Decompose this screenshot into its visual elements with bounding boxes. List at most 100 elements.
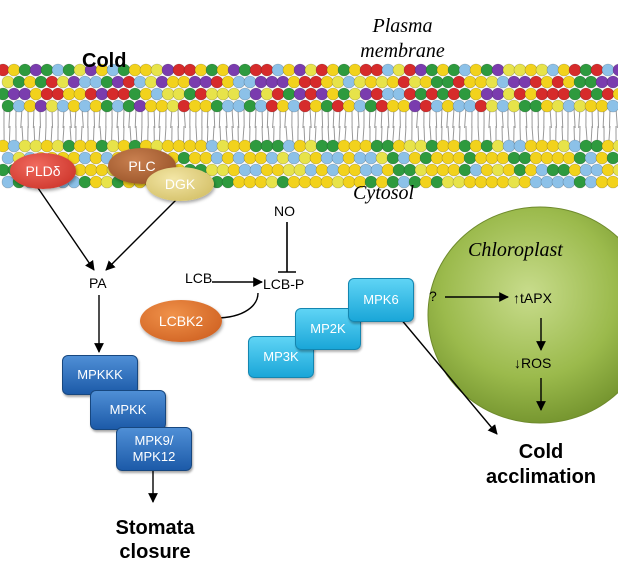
lipid-head: [463, 175, 477, 189]
lipid-head: [414, 87, 428, 101]
lipid-head: [155, 99, 169, 113]
lipid-head: [128, 87, 142, 101]
lipid-tail: [218, 107, 221, 129]
lipid-tail: [447, 125, 450, 147]
lipid-tail: [153, 107, 156, 129]
lipid-head: [606, 99, 618, 113]
lipid-tail: [338, 125, 341, 147]
lipid-tail: [117, 125, 120, 147]
lipid-head: [73, 139, 87, 153]
lipid-head: [29, 63, 43, 77]
lipid-head: [425, 63, 439, 77]
lipid-head: [601, 87, 615, 101]
lcb-label: LCB: [185, 270, 213, 286]
lipid-heads: [0, 63, 618, 189]
lipid-head: [293, 139, 307, 153]
lipid-head: [502, 139, 516, 153]
lipid-head: [177, 151, 191, 165]
cold-stimulus-label: Cold: [82, 50, 127, 72]
lipid-head: [480, 63, 494, 77]
lipid-head: [601, 163, 615, 177]
stomata-closure-label: Stomata closure: [100, 516, 210, 564]
lipid-head: [359, 87, 373, 101]
lipid-head: [161, 63, 175, 77]
lipid-head: [491, 139, 505, 153]
stomata-line2: closure: [119, 541, 191, 563]
lipid-head: [573, 151, 587, 165]
lipid-head: [342, 151, 356, 165]
lipid-head: [524, 63, 538, 77]
lipid-head: [441, 151, 455, 165]
lipid-head: [331, 151, 345, 165]
lipid-head: [0, 87, 10, 101]
lipid-head: [364, 75, 378, 89]
lipid-head: [606, 175, 618, 189]
cold-line2: acclimation: [485, 466, 597, 488]
lipid-tail: [81, 107, 84, 129]
lipid-head: [326, 139, 340, 153]
lipid-head: [326, 87, 340, 101]
lipid-head: [78, 75, 92, 89]
lipid-head: [188, 75, 202, 89]
cold-acclimation-label: Cold acclimation: [466, 440, 616, 490]
lipid-head: [7, 87, 21, 101]
lipid-head: [540, 175, 554, 189]
lipid-head: [106, 87, 120, 101]
lipid-head: [436, 139, 450, 153]
lipid-head: [122, 75, 136, 89]
lipid-head: [276, 99, 290, 113]
lipid-head: [496, 75, 510, 89]
lipid-head: [326, 63, 340, 77]
lipid-head: [513, 163, 527, 177]
lipid-head: [122, 99, 136, 113]
lipid-head: [249, 163, 263, 177]
lipid-head: [397, 99, 411, 113]
lipid-head: [265, 75, 279, 89]
lipid-head: [540, 99, 554, 113]
lipid-head: [249, 87, 263, 101]
lipid-tail: [69, 107, 72, 129]
lipid-head: [386, 99, 400, 113]
cytosol-label: Cytosol: [353, 182, 415, 204]
lipid-head: [496, 151, 510, 165]
lipid-head: [56, 99, 70, 113]
lipid-head: [595, 99, 609, 113]
lipid-head: [557, 63, 571, 77]
lipid-head: [408, 151, 422, 165]
lipid-head: [194, 63, 208, 77]
lipid-head: [507, 175, 521, 189]
lipid-head: [474, 75, 488, 89]
lipid-head: [573, 75, 587, 89]
lipid-head: [45, 99, 59, 113]
lipid-head: [106, 139, 120, 153]
lipid-head: [23, 75, 37, 89]
lipid-head: [221, 151, 235, 165]
lipid-head: [430, 75, 444, 89]
lipid-head: [579, 163, 593, 177]
lipid-head: [238, 139, 252, 153]
lipid-head: [95, 163, 109, 177]
lipid-head: [359, 139, 373, 153]
lipid-head: [227, 87, 241, 101]
chloroplast-label: Chloroplast: [468, 239, 563, 261]
lipid-head: [502, 87, 516, 101]
lipid-tail: [590, 125, 593, 147]
lipid-head: [287, 99, 301, 113]
lipid-head: [227, 163, 241, 177]
lipid-head: [337, 163, 351, 177]
lipid-head: [331, 175, 345, 189]
lipid-head: [463, 151, 477, 165]
lipid-head: [540, 75, 554, 89]
lipid-tail: [321, 107, 324, 129]
lipid-head: [216, 139, 230, 153]
unknown-link-label: ?: [429, 288, 437, 304]
lipid-head: [601, 139, 615, 153]
lipid-head: [507, 75, 521, 89]
lipid-head: [67, 75, 81, 89]
lipid-head: [606, 151, 618, 165]
lipid-head: [513, 139, 527, 153]
lipid-head: [1, 151, 15, 165]
lipid-head: [282, 163, 296, 177]
lipid-head: [452, 151, 466, 165]
